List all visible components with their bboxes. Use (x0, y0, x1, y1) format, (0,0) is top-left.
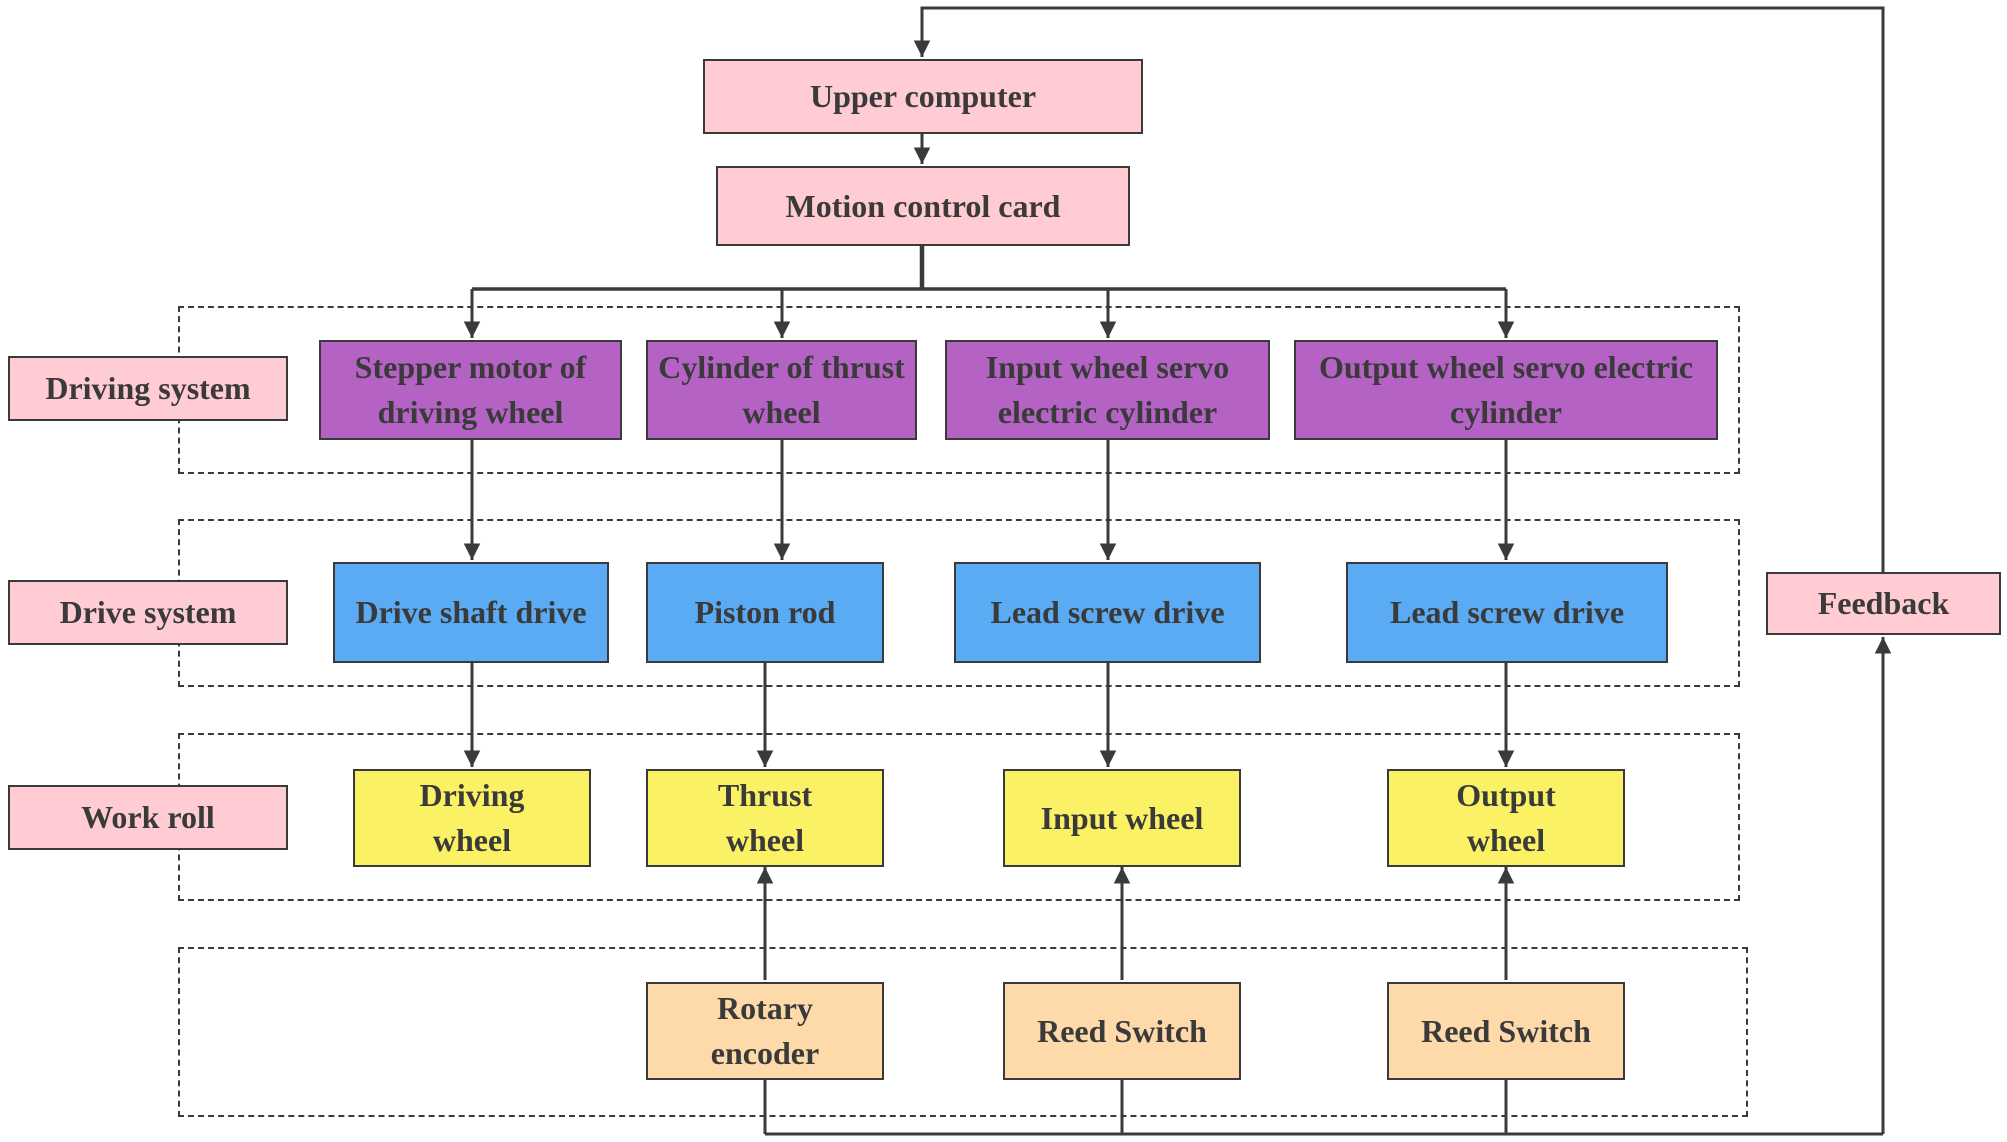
drive-system-row-text: Drive system (59, 594, 237, 630)
rotary-encoder-label: Rotary encoder (710, 990, 820, 1071)
upper-computer-label: Upper computer (809, 78, 1037, 114)
reed-switch-2-box: Reed Switch (1387, 982, 1625, 1080)
lead-screw-2-box: Lead screw drive (1346, 562, 1668, 663)
motion-control-card-box: Motion control card (716, 166, 1130, 246)
work-roll-row-text: Work roll (81, 799, 215, 835)
input-servo-label: Input wheel servo electric cylinder (985, 349, 1230, 430)
upper-computer-box: Upper computer (703, 59, 1143, 134)
lead-screw-2-label: Lead screw drive (1389, 594, 1625, 630)
stepper-motor-label: Stepper motor of driving wheel (354, 349, 587, 430)
feedback-label: Feedback (1817, 585, 1950, 621)
thrust-wheel-label: Thrust wheel (717, 777, 813, 858)
arrow-feedback-to-upper (913, 6, 1885, 572)
driving-system-row-label: Driving system (8, 356, 288, 421)
thrust-wheel-box: Thrust wheel (646, 769, 884, 867)
sensor-region (178, 947, 1748, 1117)
cylinder-label: Cylinder of thrust wheel (658, 349, 905, 430)
output-wheel-box: Output wheel (1387, 769, 1625, 867)
lead-screw-1-label: Lead screw drive (990, 594, 1225, 630)
output-wheel-label: Output wheel (1456, 777, 1556, 858)
reed-switch-1-box: Reed Switch (1003, 982, 1241, 1080)
feedback-box: Feedback (1766, 572, 2001, 635)
piston-rod-box: Piston rod (646, 562, 884, 663)
input-wheel-box: Input wheel (1003, 769, 1241, 867)
work-roll-row-label: Work roll (8, 785, 288, 850)
piston-rod-label: Piston rod (694, 594, 836, 630)
drive-system-row-label: Drive system (8, 580, 288, 645)
drive-shaft-box: Drive shaft drive (333, 562, 609, 663)
rotary-encoder-box: Rotary encoder (646, 982, 884, 1080)
reed-switch-1-label: Reed Switch (1037, 1012, 1207, 1049)
driving-wheel-box: Driving wheel (353, 769, 591, 867)
driving-wheel-label: Driving wheel (419, 777, 525, 858)
cylinder-box: Cylinder of thrust wheel (646, 340, 917, 440)
reed-switch-2-label: Reed Switch (1421, 1012, 1591, 1049)
input-servo-box: Input wheel servo electric cylinder (945, 340, 1270, 440)
output-servo-box: Output wheel servo electric cylinder (1294, 340, 1718, 440)
stepper-motor-box: Stepper motor of driving wheel (319, 340, 622, 440)
drive-shaft-label: Drive shaft drive (355, 594, 587, 630)
motion-control-card-label: Motion control card (785, 187, 1061, 224)
lead-screw-1-box: Lead screw drive (954, 562, 1261, 663)
driving-system-row-text: Driving system (45, 370, 251, 406)
input-wheel-label: Input wheel (1040, 799, 1204, 836)
output-servo-label: Output wheel servo electric cylinder (1318, 349, 1694, 430)
